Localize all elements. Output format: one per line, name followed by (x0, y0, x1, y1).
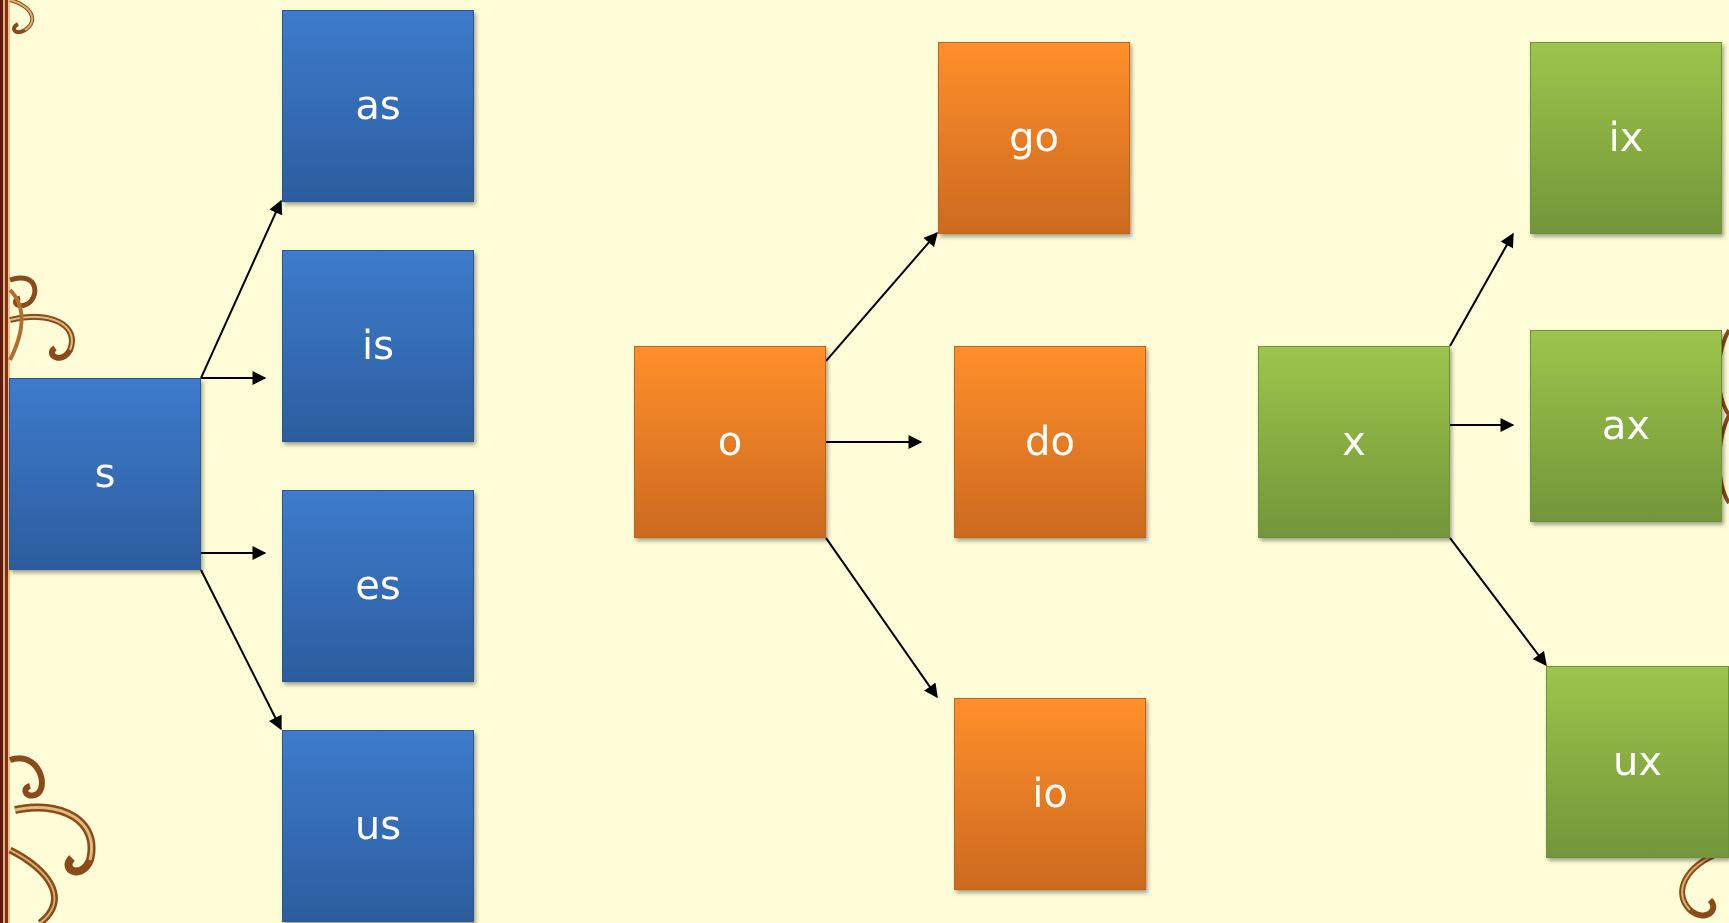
node-ax: ax (1530, 330, 1722, 522)
node-do: do (954, 346, 1146, 538)
arrow-o-to-io (825, 537, 938, 699)
scroll-ornament-bottom-right (1679, 850, 1729, 919)
node-io: io (954, 698, 1146, 890)
scroll-ornament-bottom-left (8, 755, 96, 923)
node-x: x (1258, 346, 1450, 538)
node-es: es (282, 490, 474, 682)
node-o: o (634, 346, 826, 538)
node-go: go (938, 42, 1130, 234)
left-decorative-border (0, 0, 12, 923)
node-is: is (282, 250, 474, 442)
scroll-ornament-mid-left (8, 275, 75, 361)
arrow-x-to-ix (1449, 232, 1514, 347)
node-us: us (282, 730, 474, 922)
node-ux: ux (1546, 666, 1729, 858)
node-s: s (9, 378, 201, 570)
node-ix: ix (1530, 42, 1722, 234)
arrow-s-to-as (200, 199, 283, 379)
arrow-s-to-us (200, 569, 282, 731)
arrow-o-to-go (825, 231, 938, 362)
node-as: as (282, 10, 474, 202)
arrow-x-to-ux (1449, 537, 1547, 667)
